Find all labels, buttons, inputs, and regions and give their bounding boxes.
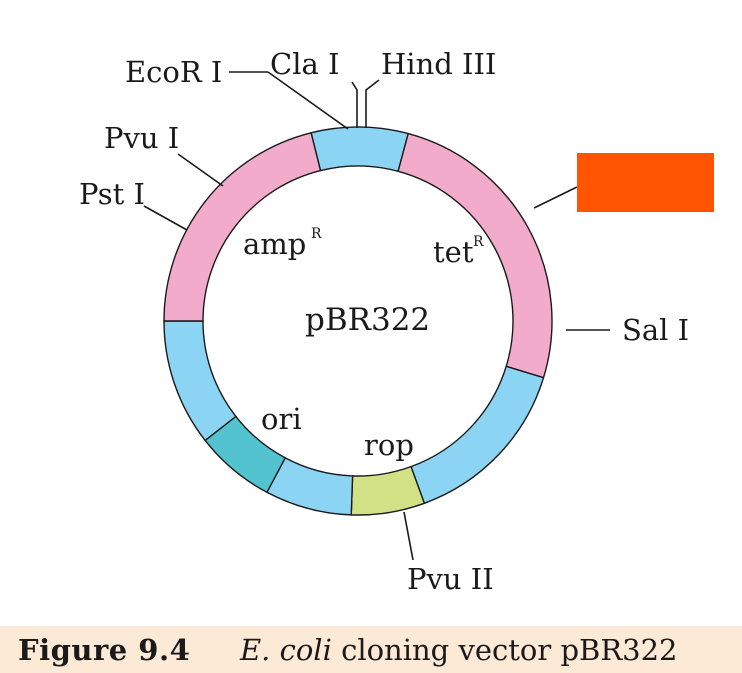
ring-segment-left-blue	[163, 320, 237, 442]
label-clai: Cla I	[270, 47, 339, 81]
redaction-box	[577, 153, 714, 212]
label-pvui: Pvu I	[104, 121, 179, 155]
psti-leader	[143, 205, 188, 231]
clai-leader	[351, 81, 358, 128]
pbr322-plasmid-diagram: EcoR I Cla I Hind III Pvu I Pst I Sal I …	[79, 47, 714, 596]
label-psti: Pst I	[79, 177, 145, 211]
ring-segment-top-blue	[310, 126, 410, 173]
plasmid-ring	[163, 126, 553, 516]
redacted-label-leader	[533, 186, 578, 209]
caption-text: E. coli cloning vector pBR322	[240, 633, 678, 667]
caption-species: E. coli	[240, 632, 332, 667]
ring-segment-ampr	[163, 131, 322, 322]
ring-segment-tetr	[397, 132, 553, 379]
label-ori: ori	[261, 402, 302, 436]
label-ecori: EcoR I	[125, 55, 222, 89]
plasmid-name: pBR322	[305, 302, 430, 338]
hindiii-leader	[365, 79, 380, 128]
label-tetr: tet	[433, 235, 474, 269]
ecori-leader	[267, 71, 349, 130]
label-rop: rop	[364, 428, 414, 462]
pvuii-leader	[403, 511, 414, 561]
label-pvuii: Pvu II	[407, 562, 494, 596]
label-tetr-sup: R	[473, 234, 484, 250]
figure-caption: Figure 9.4 E. coli cloning vector pBR322	[0, 626, 742, 673]
caption-description: cloning vector pBR322	[341, 632, 678, 667]
label-sali: Sal I	[622, 313, 689, 347]
ring-segment-right-blue	[410, 365, 545, 505]
figure-number: Figure 9.4	[18, 632, 191, 667]
pvui-leader	[177, 153, 224, 187]
label-ampr: amp	[243, 227, 306, 261]
ring-segment-rop	[350, 465, 426, 516]
label-hindiii: Hind III	[381, 47, 496, 81]
label-ampr-sup: R	[311, 226, 322, 242]
